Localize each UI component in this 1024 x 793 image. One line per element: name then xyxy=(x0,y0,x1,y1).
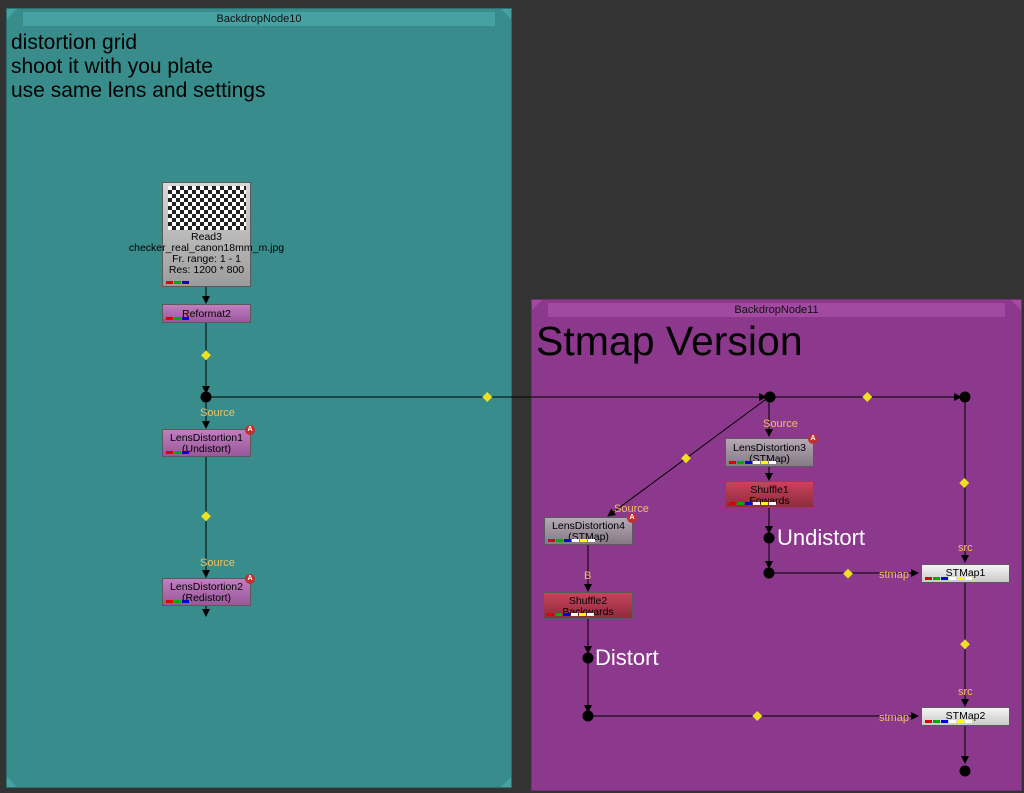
lensdistortion2-node[interactable]: LensDistortion2 (Redistort) A xyxy=(162,574,255,606)
stmap-input-label: stmap xyxy=(879,569,909,581)
reformat2-node[interactable]: Reformat2 xyxy=(162,304,251,323)
stmap2-node[interactable]: STMap2 xyxy=(921,707,1010,726)
node-label: STMap1 xyxy=(945,567,986,579)
source-input-label: Source xyxy=(200,407,235,419)
node-sublabel: (Undistort) xyxy=(181,443,231,455)
resize-handle-top-right[interactable] xyxy=(501,9,511,19)
b-input-label: B xyxy=(584,570,592,582)
node-label: LensDistortion3 xyxy=(733,442,806,454)
checker-thumbnail xyxy=(167,186,246,230)
node-sublabel: (Redistort) xyxy=(181,592,231,604)
file-name: checker_real_canon18mm_m.jpg xyxy=(128,242,285,254)
channel-indicator xyxy=(925,577,972,580)
backdrop-node-10[interactable]: BackdropNode10 distortion grid shoot it … xyxy=(6,8,512,788)
node-label: Read3 xyxy=(191,231,222,243)
source-input-label: Source xyxy=(614,503,649,515)
node-sublabel: Fowards xyxy=(749,495,790,507)
source-input-label: Source xyxy=(763,418,798,430)
channel-indicator xyxy=(729,502,776,505)
channel-indicator xyxy=(729,461,776,464)
stmap-input-label: stmap xyxy=(879,712,909,724)
backdrop-title: BackdropNode11 xyxy=(548,303,1005,317)
channel-indicator xyxy=(166,451,189,454)
resize-handle-top-left[interactable] xyxy=(7,9,17,19)
shuffle2-node[interactable]: Shuffle2 Backwards xyxy=(543,592,633,619)
clone-badge: A xyxy=(245,425,255,435)
resize-handle-top-left[interactable] xyxy=(532,300,542,310)
src-input-label: src xyxy=(958,686,973,698)
channel-indicator xyxy=(166,317,189,320)
node-label: Shuffle2 xyxy=(568,595,608,607)
channel-indicator xyxy=(925,720,972,723)
channel-indicator xyxy=(166,600,189,603)
node-label: Reformat2 xyxy=(181,308,232,320)
read3-node[interactable]: Read3 checker_real_canon18mm_m.jpg Fr. r… xyxy=(129,182,284,287)
lensdistortion3-node[interactable]: LensDistortion3 (STMap) A xyxy=(725,434,818,467)
channel-indicator xyxy=(548,539,595,542)
resize-handle-top-right[interactable] xyxy=(1011,300,1021,310)
frame-range: Fr. range: 1 - 1 xyxy=(172,253,241,265)
stmap1-node[interactable]: STMap1 xyxy=(921,564,1010,583)
node-sublabel: (STMap) xyxy=(749,453,790,465)
lensdistortion1-node[interactable]: LensDistortion1 (Undistort) A xyxy=(162,425,255,457)
channel-indicator xyxy=(166,281,189,284)
node-sublabel: Backwards xyxy=(562,606,614,618)
lensdistortion4-node[interactable]: LensDistortion4 (STMap) A xyxy=(544,513,637,545)
backdrop-node-11[interactable]: BackdropNode11 Stmap Version xyxy=(531,299,1022,791)
node-sublabel: (STMap) xyxy=(568,531,609,543)
node-label: STMap2 xyxy=(945,710,986,722)
backdrop-title: BackdropNode10 xyxy=(23,12,495,26)
node-label: LensDistortion4 xyxy=(552,520,625,532)
undistort-label: Undistort xyxy=(777,525,866,550)
resize-handle-bottom-left[interactable] xyxy=(7,777,17,787)
resolution: Res: 1200 * 800 xyxy=(168,264,245,276)
backdrop-label: distortion grid shoot it with you plate … xyxy=(11,31,266,102)
clone-badge: A xyxy=(808,434,818,444)
backdrop-label: Stmap Version xyxy=(536,318,803,364)
src-input-label: src xyxy=(958,542,973,554)
channel-indicator xyxy=(547,613,594,616)
node-label: Shuffle1 xyxy=(750,484,789,496)
clone-badge: A xyxy=(627,513,637,523)
distort-label: Distort xyxy=(595,645,659,670)
clone-badge: A xyxy=(245,574,255,584)
source-input-label: Source xyxy=(200,557,235,569)
shuffle1-node[interactable]: Shuffle1 Fowards xyxy=(725,481,814,508)
node-label: LensDistortion1 xyxy=(170,432,243,444)
resize-handle-bottom-right[interactable] xyxy=(501,777,511,787)
node-label: LensDistortion2 xyxy=(170,581,243,593)
